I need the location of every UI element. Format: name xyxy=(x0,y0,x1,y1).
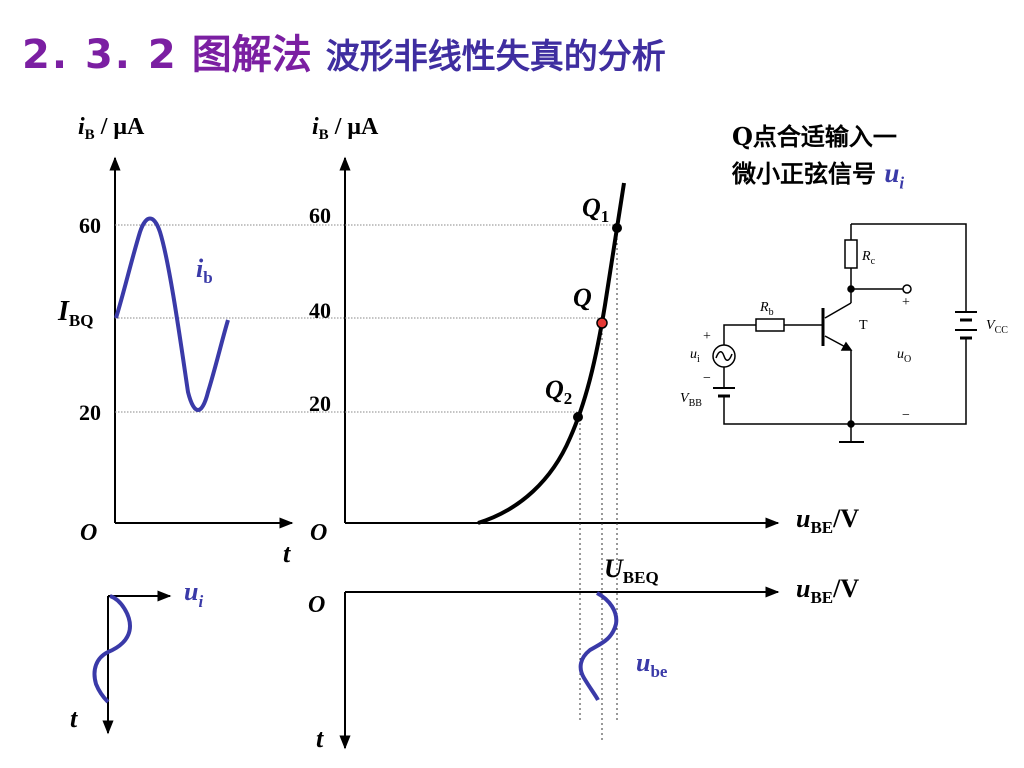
input-characteristic-curve xyxy=(477,182,626,525)
q2-point xyxy=(573,412,583,422)
rc-label: Rc xyxy=(861,249,876,267)
vcc-label: VCC xyxy=(986,318,1008,336)
left-time-label: t xyxy=(283,539,291,568)
char-y-axis-label: iB / μA xyxy=(312,114,379,143)
rb-label: Rb xyxy=(759,300,774,318)
q-label: Q xyxy=(573,283,592,312)
condition-note: Q点合适输入一 微小正弦信号 ui xyxy=(732,118,1022,201)
ui-time-graph: ui t xyxy=(70,577,203,735)
uo-minus-sign: − xyxy=(902,408,910,423)
ibq-label: IBQ xyxy=(57,296,93,330)
rb-resistor xyxy=(755,318,785,332)
wire-rb-left xyxy=(723,324,756,345)
ui-sine-curve xyxy=(92,594,133,704)
q2-label: Q2 xyxy=(545,375,572,408)
char-tick-40: 40 xyxy=(309,298,331,323)
ib-curve-label: ib xyxy=(196,254,213,287)
left-tick-20: 20 xyxy=(79,400,101,425)
title-subtitle: 波形非线性失真的分析 xyxy=(325,37,666,77)
ui-curve-label: ui xyxy=(184,577,203,611)
note-line-2: 微小正弦信号 ui xyxy=(732,155,1022,201)
char-tick-20: 20 xyxy=(309,391,331,416)
note-signal-subscript: i xyxy=(899,173,905,193)
uo-label: uO xyxy=(897,347,911,365)
wire-top-rail xyxy=(851,223,967,312)
left-y-axis-label: iB / μA xyxy=(78,114,145,143)
output-terminal xyxy=(902,284,912,294)
note-signal-label: ui xyxy=(884,158,904,192)
section-number: 2. 3. 2 xyxy=(22,32,178,78)
title-main: 图解法 xyxy=(191,32,312,78)
ui-source-wave xyxy=(715,351,733,361)
ui-plus-sign: + xyxy=(703,329,711,344)
input-characteristic-graph: iB / μA 60 40 20 O uBE/V Q1 Q Q2 UBEQ xyxy=(309,114,859,740)
circuit-labels: Rc Rb T VCC ui VBB uO + − + − xyxy=(680,249,1008,423)
char-x-axis-label: uBE/V xyxy=(796,504,859,537)
q1-point xyxy=(612,223,622,233)
uo-plus-sign: + xyxy=(902,295,910,310)
note-signal-symbol: u xyxy=(884,158,900,188)
ube-time-label: t xyxy=(316,724,324,753)
ube-x-axis-label: uBE/V xyxy=(796,574,859,607)
ui-time-label: t xyxy=(70,704,78,733)
wire-bottom-rail xyxy=(723,338,967,425)
ui-source-label: ui xyxy=(690,347,700,365)
char-origin-label: O xyxy=(310,520,327,546)
ubeq-label: UBEQ xyxy=(604,554,659,587)
note-line-2-text: 微小正弦信号 xyxy=(732,159,876,188)
page-title: 2. 3. 2 图解法波形非线性失真的分析 xyxy=(22,22,666,82)
amplifier-circuit xyxy=(712,223,977,443)
note-line-1: Q点合适输入一 xyxy=(732,122,897,151)
ib-time-graph: iB / μA 60 20 IBQ ib O t xyxy=(57,114,345,568)
left-tick-60: 60 xyxy=(79,213,101,238)
char-tick-60: 60 xyxy=(309,203,331,228)
left-origin-label: O xyxy=(80,520,97,546)
transistor-collector xyxy=(824,302,852,319)
collector-node xyxy=(847,285,855,293)
ib-sine-curve xyxy=(114,216,230,412)
rc-resistor xyxy=(844,239,858,269)
ube-curve-label: ube xyxy=(636,648,668,681)
ube-sine-curve xyxy=(578,591,619,701)
q1-label: Q1 xyxy=(582,193,609,226)
transistor-label: T xyxy=(859,318,868,333)
vbb-label: VBB xyxy=(680,391,702,409)
ube-origin-label: O xyxy=(308,592,325,618)
emitter-arrow xyxy=(840,341,853,351)
q-point xyxy=(596,317,608,329)
ube-time-graph: O uBE/V ube t xyxy=(308,574,859,753)
ui-minus-sign: − xyxy=(703,371,711,386)
